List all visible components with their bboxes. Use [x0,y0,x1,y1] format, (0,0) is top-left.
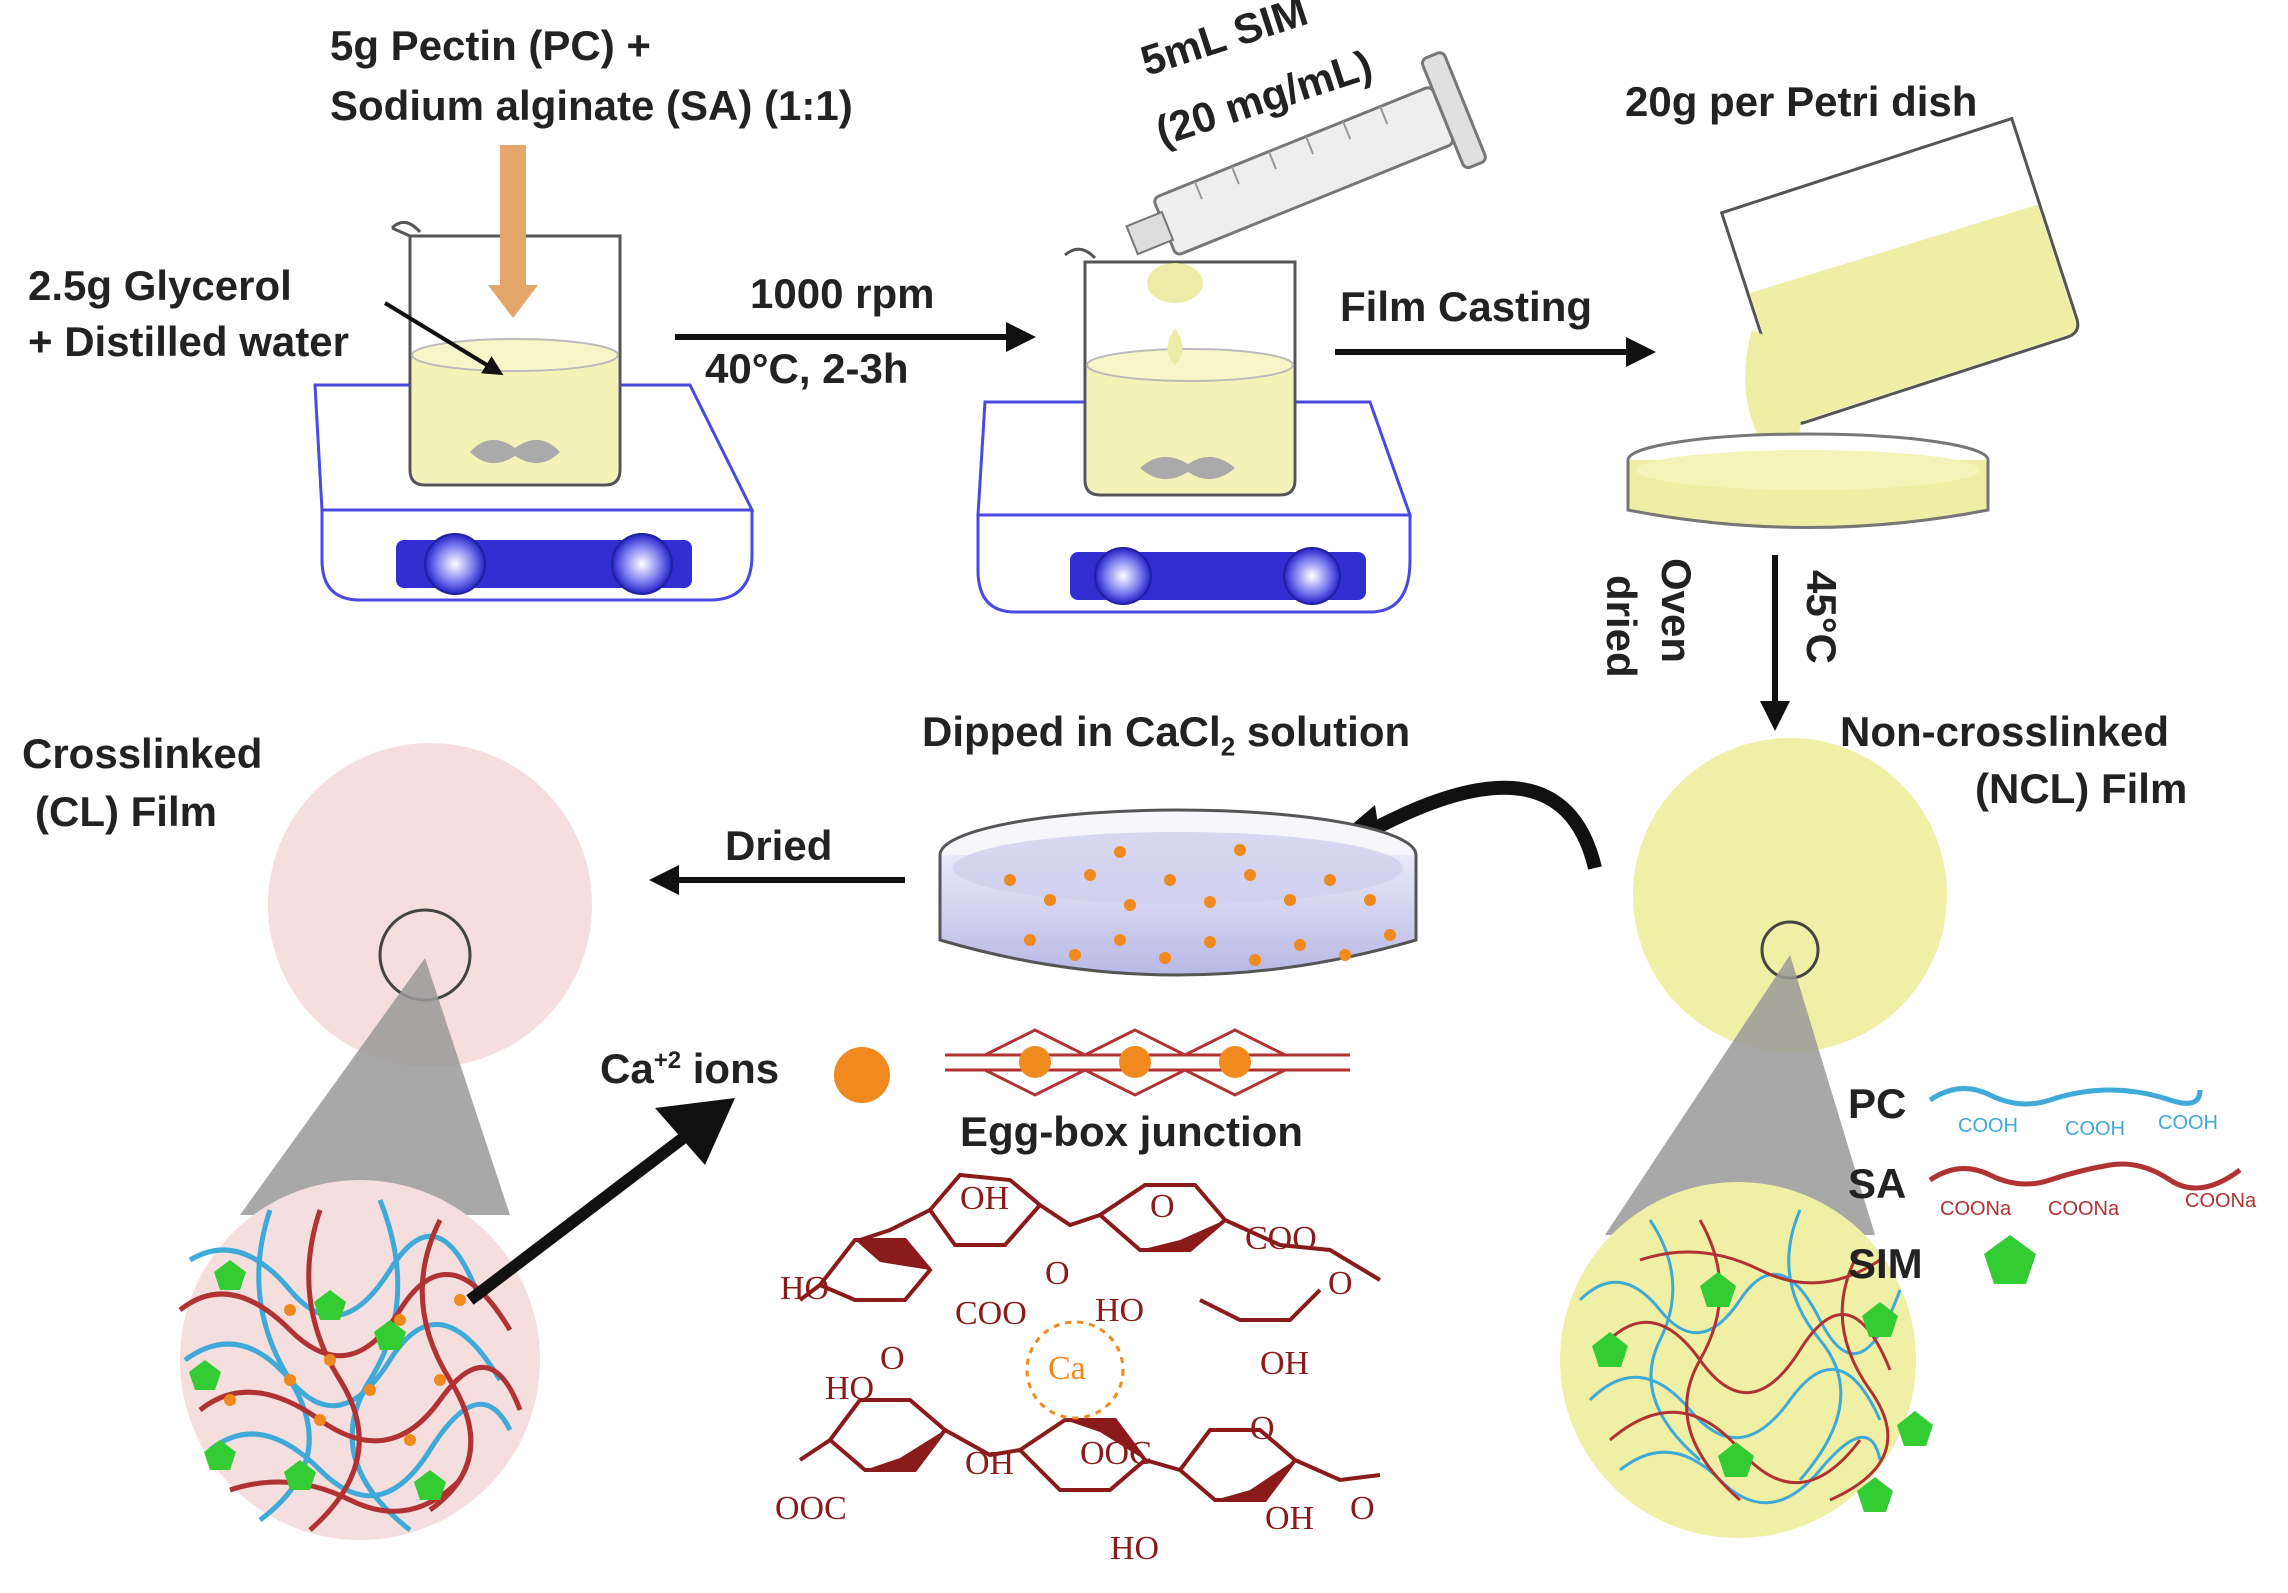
ncl-sim-particles [1592,1272,1933,1512]
legend-coona-3: COONa [2185,1190,2257,1212]
chem-o-6: O [1350,1490,1375,1527]
chem-ho-1: HO [780,1270,830,1307]
ca-ions-label: Ca+2 ions [600,1045,779,1093]
cl-film-disc [268,743,592,1067]
pectin-label: 5g Pectin (PC) + [330,22,651,69]
chem-o-1: O [1045,1255,1070,1292]
eggbox-label: Egg-box junction [960,1108,1303,1155]
ncl-film-disc [1633,738,1947,1052]
chem-ca: Ca [1048,1350,1086,1387]
beaker-2 [1064,247,1297,497]
down-arrow-icon [488,285,538,318]
knob-icon [1094,547,1152,605]
chem-o-2: O [1150,1188,1175,1225]
ca-suffix: ions [681,1045,780,1092]
pc-chain-legend [1928,1086,2203,1107]
chem-coo-1: COO [955,1295,1027,1332]
knob-icon [611,533,673,595]
stir-bar-icon [470,439,560,464]
dried-vertical-label: dried [1598,575,1645,678]
cl-label-1: Crosslinked [22,730,263,777]
beaker-1 [390,145,622,487]
cl-sim-particles [189,1260,446,1500]
glycerol-arrow [383,301,504,376]
legend-cooh-3: COOH [2158,1112,2218,1134]
oven-temp-label: 45°C [1798,570,1845,664]
ncl-label-1: Non-crosslinked [1840,708,2170,755]
hotplate-1 [313,383,755,602]
knob-icon [1283,547,1341,605]
legend-cooh-1: COOH [1958,1115,2018,1137]
rpm-label: 1000 rpm [750,270,935,317]
ncl-label-2: (NCL) Film [1975,765,2188,812]
chem-oh-2: OH [1260,1345,1310,1382]
petri-dish-1 [1626,432,1990,529]
ncl-polymer-network [1578,1209,1902,1505]
dried-label: Dried [725,822,833,869]
chem-o-5: O [1250,1410,1275,1447]
chem-oh-3: OH [965,1445,1015,1482]
alginate-label: Sodium alginate (SA) (1:1) [330,82,853,129]
chem-o-3: O [1328,1265,1353,1302]
dipped-suffix: solution [1235,708,1411,755]
dip-curved-arrow [1341,780,1602,870]
chem-oh-4: OH [1265,1500,1315,1537]
ca-dashed-circle [1025,1320,1125,1420]
ca-ion-icon [834,1047,890,1103]
sim-pentagon-icon [1984,1235,2036,1284]
legend-coona-1: COONa [1940,1198,2012,1220]
cl-ca-dots [224,1294,466,1446]
knob-icon [424,533,486,595]
ca-sup: +2 [653,1047,682,1074]
zoom-arrow [466,1105,724,1305]
chem-coo-2: COO [1245,1220,1317,1257]
dipped-label: Dipped in CaCl2 solution [922,708,1410,762]
legend-pc: PC [1848,1080,1907,1127]
oven-label: Oven [1653,558,1700,664]
ca-prefix: Ca [600,1045,654,1092]
chem-o-4: O [880,1340,905,1377]
temp-time-label: 40°C, 2-3h [705,345,909,392]
chemical-wedges [855,1220,1295,1500]
syringe-icon [1125,51,1487,256]
zoom-arrowhead [655,1098,735,1165]
chem-ooc-2: OOC [775,1490,847,1527]
cl-zoom-cone [240,958,510,1215]
water-label: + Distilled water [28,318,349,365]
stir-bar-icon [1140,456,1235,480]
chem-ho-2: HO [1095,1292,1145,1329]
legend-cooh-2: COOH [2065,1118,2125,1140]
ncl-zoom-circle [1560,1182,1916,1538]
cl-label-2: (CL) Film [35,788,217,835]
chem-ho-3: HO [825,1370,875,1407]
ca-ion-dots [1004,844,1396,966]
eggbox-ca-dots [1019,1046,1251,1078]
droplet-icon [1167,328,1183,365]
film-casting-label: Film Casting [1340,283,1593,330]
dipped-prefix: Dipped in CaCl [922,708,1221,755]
legend-sa: SA [1848,1160,1907,1207]
chem-ho-4: HO [1110,1530,1160,1567]
chem-oh-1: OH [960,1180,1010,1217]
sa-chain-legend [1928,1161,2242,1191]
legend-coona-2: COONa [2048,1198,2120,1220]
legend-sim: SIM [1848,1240,1923,1287]
hotplate-2 [976,400,1413,614]
chem-ooc-1: OOC [1080,1435,1152,1472]
glycerol-label: 2.5g Glycerol [28,262,292,309]
petri-label: 20g per Petri dish [1625,78,1978,125]
ncl-zoom-cone [1605,955,1875,1235]
dipped-sub: 2 [1220,731,1236,762]
